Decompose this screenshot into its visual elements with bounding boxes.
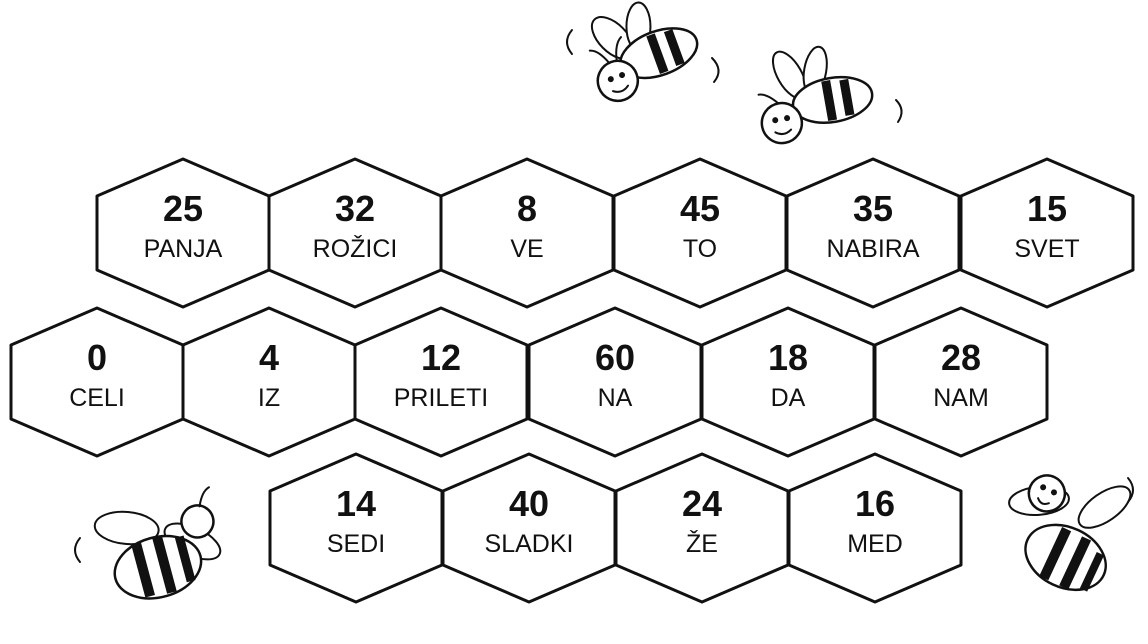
cell-word: IZ bbox=[258, 384, 280, 412]
motion-lines bbox=[567, 30, 572, 54]
cell-word: NABIRA bbox=[826, 235, 919, 263]
cell-number: 16 bbox=[855, 483, 895, 524]
cell-number: 14 bbox=[336, 483, 376, 524]
cell-number: 60 bbox=[595, 337, 635, 378]
cell-word: PANJA bbox=[144, 235, 223, 263]
cell-number: 32 bbox=[335, 188, 375, 229]
hexagon-shape bbox=[616, 454, 788, 602]
hexagon-shape bbox=[269, 159, 441, 307]
cell-word: SLADKI bbox=[485, 530, 574, 558]
cell-number: 18 bbox=[768, 337, 808, 378]
cell-word: NAM bbox=[933, 384, 989, 412]
cell-word: TO bbox=[683, 235, 717, 263]
cell-number: 0 bbox=[87, 337, 107, 378]
cell-number: 40 bbox=[509, 483, 549, 524]
motion-lines bbox=[75, 538, 80, 562]
cell-word: ŽE bbox=[686, 529, 718, 558]
cell-number: 45 bbox=[680, 188, 720, 229]
cell-number: 15 bbox=[1027, 188, 1067, 229]
hexagon-shape bbox=[443, 454, 615, 602]
cell-word: CELI bbox=[69, 384, 125, 412]
hexagon-shape bbox=[702, 308, 874, 456]
cell-word: ROŽICI bbox=[313, 234, 398, 263]
cell-number: 8 bbox=[517, 188, 537, 229]
hexagon-shape bbox=[875, 308, 1047, 456]
bee-icon bbox=[980, 437, 1144, 602]
cell-word: MED bbox=[847, 530, 903, 558]
motion-lines bbox=[712, 58, 719, 82]
bee-icon bbox=[575, 0, 708, 106]
hexagon-shape bbox=[529, 308, 701, 456]
bee-icon bbox=[86, 479, 236, 611]
hexagon-shape bbox=[787, 159, 959, 307]
hexagon-shape bbox=[789, 454, 961, 602]
hexagon-shape bbox=[614, 159, 786, 307]
hexagon-shape bbox=[441, 159, 613, 307]
hexagon-shape bbox=[97, 159, 269, 307]
cell-number: 35 bbox=[853, 188, 893, 229]
cell-number: 28 bbox=[941, 337, 981, 378]
hexagon-shape bbox=[11, 308, 183, 456]
cell-word: SVET bbox=[1014, 235, 1079, 263]
cell-word: DA bbox=[771, 384, 806, 412]
cell-number: 4 bbox=[259, 337, 279, 378]
cell-number: 12 bbox=[421, 337, 461, 378]
honeycomb-cell: 8VE bbox=[441, 159, 613, 307]
hexagon-shape bbox=[961, 159, 1133, 307]
honeycomb-cell: 4IZ bbox=[183, 308, 355, 456]
cell-word: SEDI bbox=[327, 530, 385, 558]
hexagon-shape bbox=[270, 454, 442, 602]
cell-word: VE bbox=[510, 235, 543, 263]
motion-lines bbox=[896, 100, 902, 122]
bee-icon bbox=[749, 33, 878, 146]
cell-word: PRILETI bbox=[394, 384, 488, 412]
cell-word: NA bbox=[598, 384, 633, 412]
hexagon-shape bbox=[355, 308, 527, 456]
hexagon-shape bbox=[183, 308, 355, 456]
cell-number: 25 bbox=[163, 188, 203, 229]
cell-number: 24 bbox=[682, 483, 722, 524]
